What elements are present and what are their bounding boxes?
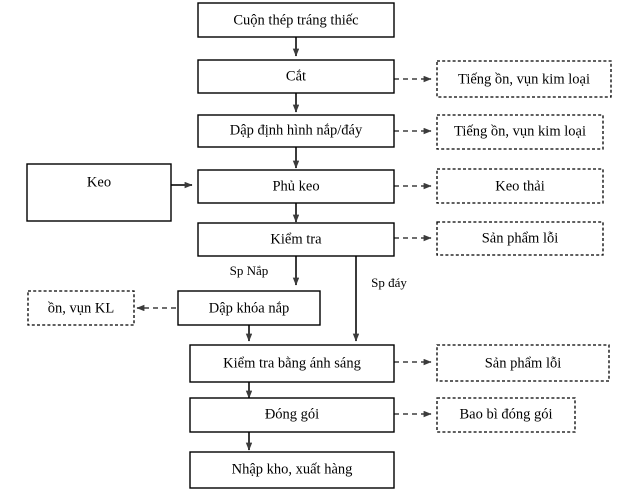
node-noise1-label: Tiếng ồn, vụn kim loại [458, 71, 590, 87]
node-defect1[interactable]: Sản phẩm lỗi [436, 221, 604, 256]
node-noise2-label: Tiếng ồn, vụn kim loại [454, 123, 586, 139]
node-lightcheck-label: Kiểm tra bằng ánh sáng [223, 355, 361, 371]
node-store[interactable]: Nhập kho, xuất hàng [189, 451, 395, 489]
node-noise2[interactable]: Tiếng ồn, vụn kim loại [436, 114, 604, 150]
node-form[interactable]: Dập định hình nắp/đáy [197, 114, 395, 148]
node-form-label: Dập định hình nắp/đáy [230, 122, 363, 138]
node-inspect[interactable]: Kiểm tra [197, 222, 395, 257]
node-lock[interactable]: Dập khóa nắp [177, 290, 321, 326]
edge-label-sp-day: Sp đáy [371, 275, 407, 290]
node-pack[interactable]: Đóng gói [189, 397, 395, 433]
node-packaging-label: Bao bì đóng gói [459, 406, 552, 422]
node-store-label: Nhập kho, xuất hàng [232, 461, 353, 477]
node-noise-kl-label: ồn, vụn KL [48, 300, 114, 316]
node-defect2-label: Sản phẩm lỗi [485, 355, 562, 371]
node-waste-glue-label: Keo thải [495, 178, 545, 194]
node-keo-input[interactable]: Keo [26, 163, 172, 222]
node-lock-label: Dập khóa nắp [209, 300, 290, 316]
node-inspect-label: Kiểm tra [270, 231, 322, 247]
edge-label-sp-nap: Sp Nắp [230, 263, 269, 278]
node-lightcheck[interactable]: Kiểm tra bằng ánh sáng [189, 344, 395, 383]
node-defect1-label: Sản phẩm lỗi [482, 230, 559, 246]
node-coil-label: Cuộn thép tráng thiếc [233, 12, 358, 28]
node-waste-glue[interactable]: Keo thải [436, 168, 604, 204]
node-defect2[interactable]: Sản phẩm lỗi [436, 344, 610, 382]
node-cut[interactable]: Cắt [197, 59, 395, 94]
node-cut-label: Cắt [286, 68, 306, 84]
node-keo-input-label: Keo [87, 174, 111, 190]
node-pack-label: Đóng gói [265, 406, 319, 422]
node-noise-kl[interactable]: ồn, vụn KL [27, 290, 135, 326]
node-glue-label: Phủ keo [272, 178, 319, 194]
node-packaging[interactable]: Bao bì đóng gói [436, 397, 576, 433]
node-noise1[interactable]: Tiếng ồn, vụn kim loại [436, 60, 612, 98]
node-glue[interactable]: Phủ keo [197, 169, 395, 204]
node-coil[interactable]: Cuộn thép tráng thiếc [197, 2, 395, 38]
